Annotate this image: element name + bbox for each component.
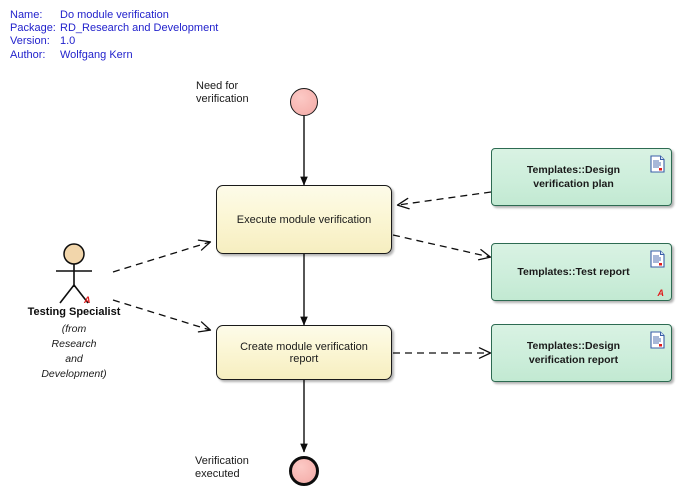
metadata-row: Package: RD_Research and Development [10,22,218,35]
actor-label: Testing Specialist [27,306,121,318]
metadata-row: Author: Wolfgang Kern [10,49,218,62]
metadata-key: Version: [10,35,50,48]
metadata-value: 1.0 [60,35,76,48]
actor-alias-marker: A [84,295,91,305]
dependency-actor-to-execute [112,239,212,273]
metadata-value: Wolfgang Kern [60,48,133,61]
action-execute-module-verification[interactable]: Execute module verification [216,185,392,254]
action-create-module-verification-report[interactable]: Create module verification report [216,325,392,380]
artifact-alias-marker: A [657,288,665,298]
artifact-test-report[interactable]: Templates::Test report A [491,243,672,301]
dependency-execute-to-test-report [392,234,492,261]
metadata-key: Author: [10,48,46,61]
metadata-key: Package: [10,22,56,35]
final-node[interactable] [289,456,319,486]
artifact-label: Templates::Test report [517,266,630,278]
metadata-row: Version: 1.0 [10,35,218,48]
artifact-design-verification-report[interactable]: Templates::Design verification report [491,324,672,382]
metadata-value: RD_Research and Development [60,22,219,35]
document-icon [650,155,665,173]
dependency-plan-to-execute [396,191,492,210]
metadata-value: Do module verification [60,9,169,21]
document-icon [650,331,665,349]
initial-node[interactable] [290,88,318,116]
action-label: Create module verification report [240,340,368,365]
diagram-metadata: Name: Do module verification Package: RD_R… [10,9,218,62]
artifact-label: Templates::Design verification report [526,340,621,366]
actor-figure[interactable] [46,243,102,305]
artifact-design-verification-plan[interactable]: Templates::Design verification plan [491,148,672,206]
document-icon [650,250,665,268]
final-node-label: Verification executed [195,455,249,480]
metadata-row: Name: Do module verification [10,9,218,22]
artifact-label: Templates::Design verification plan [526,164,621,190]
action-label: Execute module verification [236,213,372,226]
actor-package-label: (from Research and Development) [41,323,107,380]
metadata-key: Name: [10,9,43,21]
initial-node-label: Need for verification [196,80,249,105]
